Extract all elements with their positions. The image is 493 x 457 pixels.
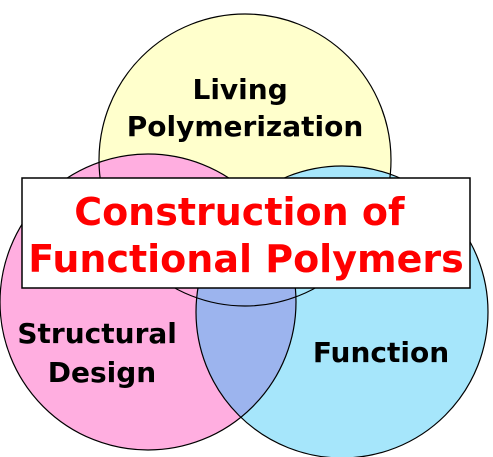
structural-design-label-line-2: Design [48, 356, 156, 389]
diagram-title: Construction of Functional Polymers [28, 190, 463, 281]
diagram-title-line-2: Functional Polymers [28, 237, 463, 281]
living-polymerization-label: Living Polymerization [127, 73, 364, 143]
living-polymerization-label-line-2: Polymerization [127, 110, 364, 143]
function-label: Function [313, 336, 449, 369]
diagram-title-line-1: Construction of [74, 190, 405, 234]
structural-design-label-line-1: Structural [17, 317, 177, 350]
living-polymerization-label-line-1: Living [192, 73, 287, 106]
structural-design-label: Structural Design [17, 317, 186, 389]
title-box [21, 177, 471, 289]
